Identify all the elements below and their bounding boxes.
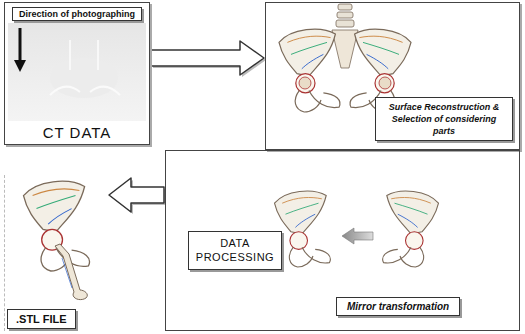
processing-region: DATA PROCESSING Mirror transformation: [165, 150, 520, 331]
step-label: DATA PROCESSING: [188, 231, 282, 270]
mirror-images: [275, 191, 439, 267]
step-label: Surface Reconstruction & Selection of co…: [375, 97, 513, 141]
flow-arrow: [151, 41, 266, 77]
arrow-body: [151, 41, 264, 75]
step-label: Mirror transformation: [343, 299, 453, 314]
reconstruction-panel: Surface Reconstruction & Selection of co…: [265, 2, 520, 150]
heading-text: Direction of photographing: [19, 9, 135, 19]
output-panel: .STL FILE: [4, 175, 108, 331]
panel-title: CT DATA: [43, 124, 112, 141]
input-panel: CT DATA Direction of photographing: [4, 2, 150, 145]
step-box: Mirror transformation: [336, 297, 460, 316]
file-label: .STL FILE: [7, 309, 76, 329]
heading-box: Direction of photographing: [12, 7, 142, 21]
flow-arrow: [109, 178, 166, 214]
stl-model: [24, 181, 90, 299]
ct-image: [8, 23, 146, 121]
arrow-body: [109, 178, 164, 212]
